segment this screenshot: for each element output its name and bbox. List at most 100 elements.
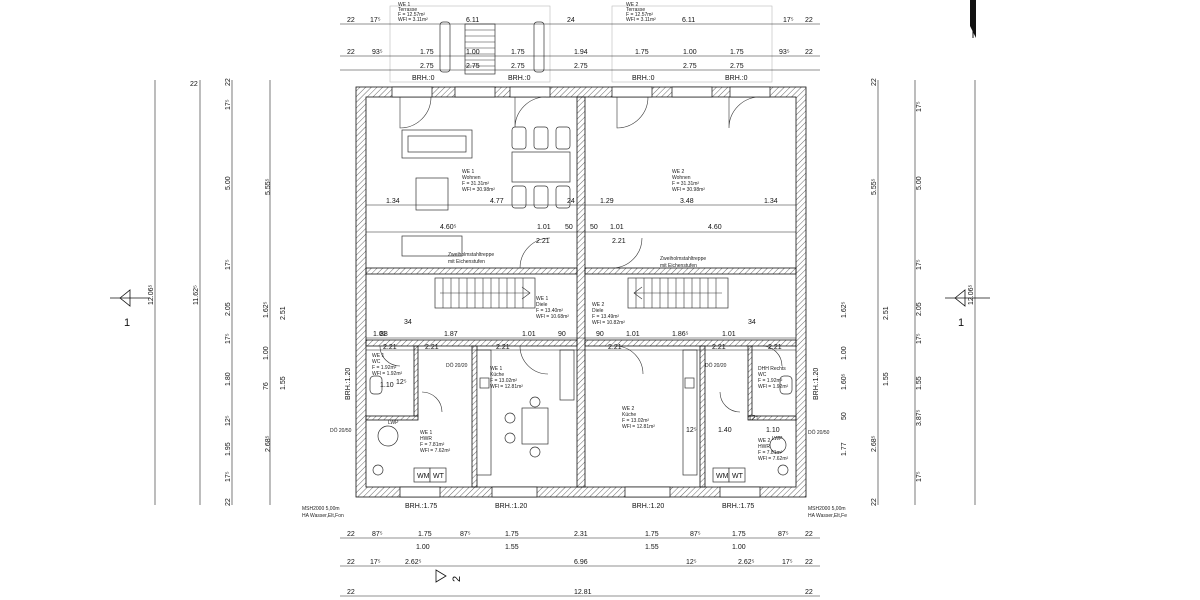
- svg-text:WE 1: WE 1: [398, 2, 410, 8]
- room-label-diele-2: WE 2 Diele F = 13.49m² WFl = 10.82m²: [592, 302, 625, 326]
- svg-text:87⁵: 87⁵: [690, 531, 701, 538]
- svg-text:22: 22: [347, 589, 355, 596]
- svg-text:F = 31.31m²: F = 31.31m²: [462, 181, 489, 187]
- svg-text:22: 22: [347, 49, 355, 56]
- svg-text:2.75: 2.75: [466, 63, 480, 70]
- svg-text:WT: WT: [732, 473, 744, 480]
- svg-text:F = 13.40m²: F = 13.40m²: [536, 308, 563, 314]
- svg-text:76: 76: [263, 382, 270, 390]
- svg-text:17⁵: 17⁵: [916, 333, 923, 344]
- svg-text:4.60⁵: 4.60⁵: [440, 224, 457, 231]
- svg-text:1.55: 1.55: [505, 544, 519, 551]
- svg-text:2.31: 2.31: [574, 531, 588, 538]
- svg-text:BRH.:1.20: BRH.:1.20: [345, 368, 352, 400]
- svg-text:Zweiholmstahltreppe: Zweiholmstahltreppe: [660, 256, 706, 262]
- top-window-sills: BRH.:0 BRH.:0 BRH.:0 BRH.:0: [412, 75, 748, 82]
- svg-text:1.75: 1.75: [511, 49, 525, 56]
- svg-text:1.34: 1.34: [764, 198, 778, 205]
- svg-text:1: 1: [958, 317, 964, 329]
- section-marker-left: 1: [110, 289, 150, 329]
- svg-text:DHH Rechts: DHH Rechts: [758, 366, 786, 372]
- svg-text:1: 1: [124, 317, 130, 329]
- svg-text:17⁵: 17⁵: [225, 259, 232, 270]
- svg-text:BRH.:0: BRH.:0: [632, 75, 655, 82]
- svg-text:1.01: 1.01: [537, 224, 551, 231]
- svg-text:50: 50: [841, 412, 848, 420]
- svg-text:WFl = 1.92m²: WFl = 1.92m²: [372, 371, 402, 377]
- svg-text:2.21: 2.21: [712, 344, 726, 351]
- section-marker-bottom: 2: [435, 569, 463, 583]
- svg-text:4.60: 4.60: [708, 224, 722, 231]
- svg-text:2.75: 2.75: [730, 63, 744, 70]
- svg-text:WE 2: WE 2: [592, 302, 604, 308]
- svg-text:Küche: Küche: [622, 412, 636, 418]
- bottom-dimension-row-2: 22 17⁵ 2.62⁵ 6.96 12⁵ 2.62⁵ 17⁵ 22: [340, 559, 820, 567]
- terrace-left: [389, 5, 551, 83]
- svg-text:1.55: 1.55: [916, 376, 923, 390]
- svg-text:50: 50: [590, 224, 598, 231]
- svg-text:22: 22: [805, 531, 813, 538]
- svg-text:22: 22: [225, 498, 232, 506]
- svg-text:WM: WM: [716, 473, 729, 480]
- svg-text:2.05: 2.05: [916, 302, 923, 316]
- svg-text:F = 7.81m²: F = 7.81m²: [420, 442, 445, 448]
- svg-text:Diele: Diele: [592, 308, 604, 314]
- svg-text:F = 13.02m²: F = 13.02m²: [622, 418, 649, 424]
- svg-text:22: 22: [805, 559, 813, 566]
- svg-text:22: 22: [871, 498, 878, 506]
- svg-text:90: 90: [596, 331, 604, 338]
- svg-text:1.75: 1.75: [420, 49, 434, 56]
- svg-text:WE 1: WE 1: [372, 353, 384, 359]
- svg-text:3.48: 3.48: [680, 198, 694, 205]
- svg-text:WFl = 12.81m²: WFl = 12.81m²: [490, 384, 523, 390]
- svg-text:DÖ 20/20: DÖ 20/20: [446, 362, 468, 369]
- svg-text:1.75: 1.75: [645, 531, 659, 538]
- svg-text:1.00: 1.00: [732, 544, 746, 551]
- svg-text:3.87⁵: 3.87⁵: [916, 409, 923, 426]
- svg-text:6.96: 6.96: [574, 559, 588, 566]
- interior-walls: [365, 267, 797, 488]
- utility-connections: MSH2000 5,00m HA Wasser,Elt,Fon MSH2000 …: [302, 506, 847, 519]
- svg-text:17⁵: 17⁵: [782, 559, 793, 566]
- svg-text:87⁵: 87⁵: [778, 531, 789, 538]
- room-label-hwr-2: WE 2 HWR F = 7.81m² WFl = 7.62m²: [758, 438, 788, 462]
- terrace-right: [611, 5, 773, 83]
- svg-text:1.00: 1.00: [466, 49, 480, 56]
- svg-text:WFl = 3.11m²: WFl = 3.11m²: [398, 17, 428, 23]
- svg-text:LWP: LWP: [772, 436, 783, 442]
- svg-text:17⁵: 17⁵: [225, 471, 232, 482]
- svg-text:WFl = 7.62m²: WFl = 7.62m²: [420, 448, 450, 454]
- svg-text:1.75: 1.75: [418, 531, 432, 538]
- svg-text:12⁵: 12⁵: [225, 415, 232, 426]
- room-label-wohnen-1: WE 1 Wohnen F = 31.31m² WFl = 30.98m²: [462, 169, 495, 193]
- side-window-sills: BRH.:1.20 BRH.:1.20: [345, 368, 820, 400]
- svg-text:HWR: HWR: [420, 436, 432, 442]
- svg-text:BRH.:0: BRH.:0: [725, 75, 748, 82]
- svg-text:1.29: 1.29: [600, 198, 614, 205]
- svg-text:LWP: LWP: [388, 420, 399, 426]
- svg-text:17⁵: 17⁵: [783, 17, 794, 24]
- svg-text:22: 22: [805, 589, 813, 596]
- svg-text:12.06⁵: 12.06⁵: [968, 284, 975, 305]
- svg-text:22: 22: [347, 559, 355, 566]
- svg-text:11.62⁵: 11.62⁵: [193, 285, 200, 305]
- svg-text:17⁵: 17⁵: [225, 99, 232, 110]
- svg-text:1.00: 1.00: [416, 544, 430, 551]
- svg-text:WFl = 1.92m²: WFl = 1.92m²: [758, 384, 788, 390]
- svg-text:5.00: 5.00: [916, 176, 923, 190]
- svg-text:DÖ 20/20: DÖ 20/20: [705, 362, 727, 369]
- svg-text:22: 22: [347, 17, 355, 24]
- svg-text:WC: WC: [372, 359, 381, 365]
- svg-text:Küche: Küche: [490, 372, 504, 378]
- svg-text:WE 2: WE 2: [622, 406, 634, 412]
- svg-text:1.55: 1.55: [883, 372, 890, 386]
- svg-text:MSH2000 5,00m: MSH2000 5,00m: [302, 506, 340, 512]
- svg-text:1.10: 1.10: [766, 427, 780, 434]
- svg-text:WFl = 30.98m²: WFl = 30.98m²: [672, 187, 705, 193]
- svg-text:WE 1: WE 1: [490, 366, 502, 372]
- svg-text:12⁵: 12⁵: [396, 379, 407, 386]
- svg-text:1.00: 1.00: [683, 49, 697, 56]
- living-furniture-left: [401, 126, 571, 257]
- svg-text:5.55⁵: 5.55⁵: [871, 178, 878, 195]
- svg-text:WE 1: WE 1: [462, 169, 474, 175]
